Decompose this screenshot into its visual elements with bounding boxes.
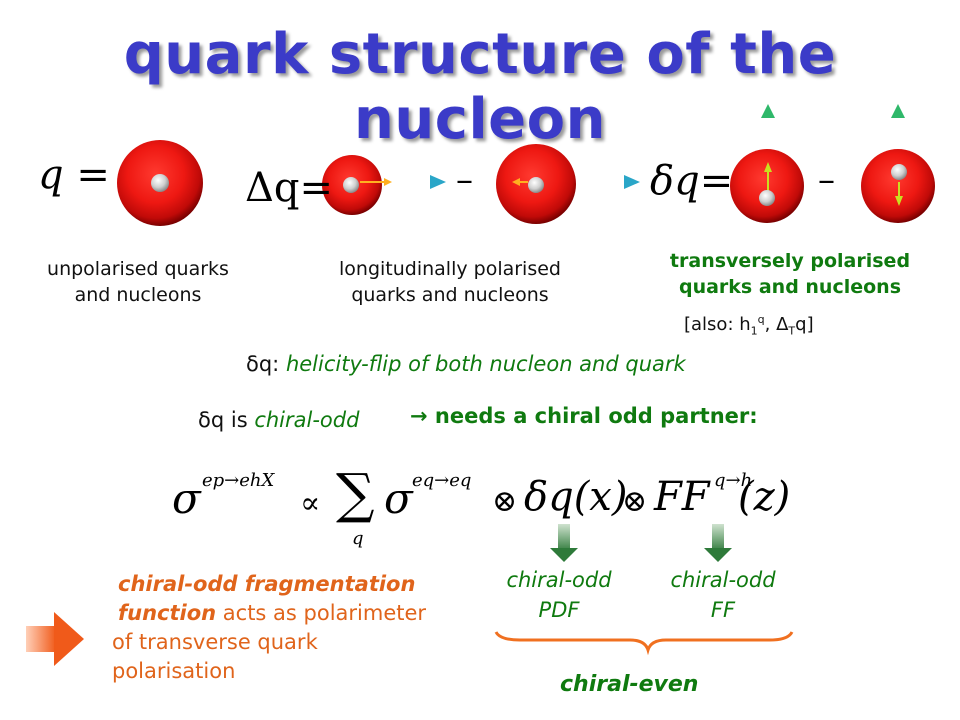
- nucleon-transverse-2: [861, 104, 935, 223]
- q-equals-label: q =: [38, 152, 110, 198]
- quark-dot: [151, 174, 169, 192]
- needs-partner-line: → needs a chiral odd partner:: [410, 404, 758, 428]
- label-chiral-odd-ff: chiral-odd FF: [670, 568, 776, 622]
- spin-arrow-icon: [624, 175, 640, 189]
- formula-arg: (z): [738, 474, 791, 520]
- also-note: [also: h1q, ΔTq]: [684, 313, 814, 338]
- label-chiral-odd-pdf: chiral-odd PDF: [506, 568, 612, 622]
- down-arrow-ff-icon: [704, 524, 732, 562]
- caption-transverse: transversely polarised quarks and nucleo…: [669, 250, 911, 298]
- nucleon-longitudinal-2: [496, 144, 640, 224]
- formula-ff: FF: [654, 474, 710, 520]
- spin-arrow-icon: [430, 175, 446, 189]
- brace-icon: [494, 631, 794, 656]
- helicity-line: δq: helicity-flip of both nucleon and qu…: [246, 352, 686, 376]
- formula-propto: ∝: [300, 486, 321, 521]
- formula-sup-ep: ep→ehX: [202, 470, 275, 491]
- big-arrow-icon: [26, 612, 84, 666]
- nucleon-unpolarised: [117, 140, 203, 226]
- caption-unpolarised: unpolarised quarks and nucleons: [47, 258, 229, 306]
- formula-sup-qh: q→h: [714, 470, 753, 491]
- formula-otimes-1: ⊗: [492, 484, 518, 519]
- page-title: quark structure of the nucleon: [123, 22, 837, 152]
- formula-otimes-2: ⊗: [622, 484, 648, 519]
- chiral-odd-line: δq is chiral-odd: [198, 408, 360, 432]
- label-chiral-even: chiral-even: [560, 672, 699, 697]
- minus-sign-2: –: [818, 160, 835, 200]
- nucleon-transverse-1: [730, 104, 804, 223]
- polarimeter-note: chiral-odd fragmentation function acts a…: [112, 572, 427, 683]
- down-arrow-pdf-icon: [550, 524, 578, 562]
- formula-sum: ∑: [336, 462, 375, 525]
- delta-q-trans-equals-label: δq=: [650, 158, 734, 204]
- formula-sigma2: σ: [384, 474, 413, 523]
- cross-section-formula: σ ep→ehX ∝ ∑ q σ eq→eq ⊗ δq(x) ⊗ FF q→h …: [172, 460, 792, 549]
- formula-sigma: σ: [172, 474, 201, 523]
- formula-sup-eq: eq→eq: [412, 470, 472, 491]
- formula-sum-sub: q: [352, 528, 364, 549]
- nucleon-longitudinal-1: [322, 155, 446, 215]
- minus-sign-1: –: [456, 160, 473, 200]
- caption-longitudinal: longitudinally polarised quarks and nucl…: [339, 258, 561, 306]
- spin-arrow-icon: [761, 104, 775, 118]
- delta-q-equals-label: Δq=: [245, 165, 334, 211]
- formula-deltaq: δq(x): [524, 474, 628, 520]
- spin-arrow-icon: [891, 104, 905, 118]
